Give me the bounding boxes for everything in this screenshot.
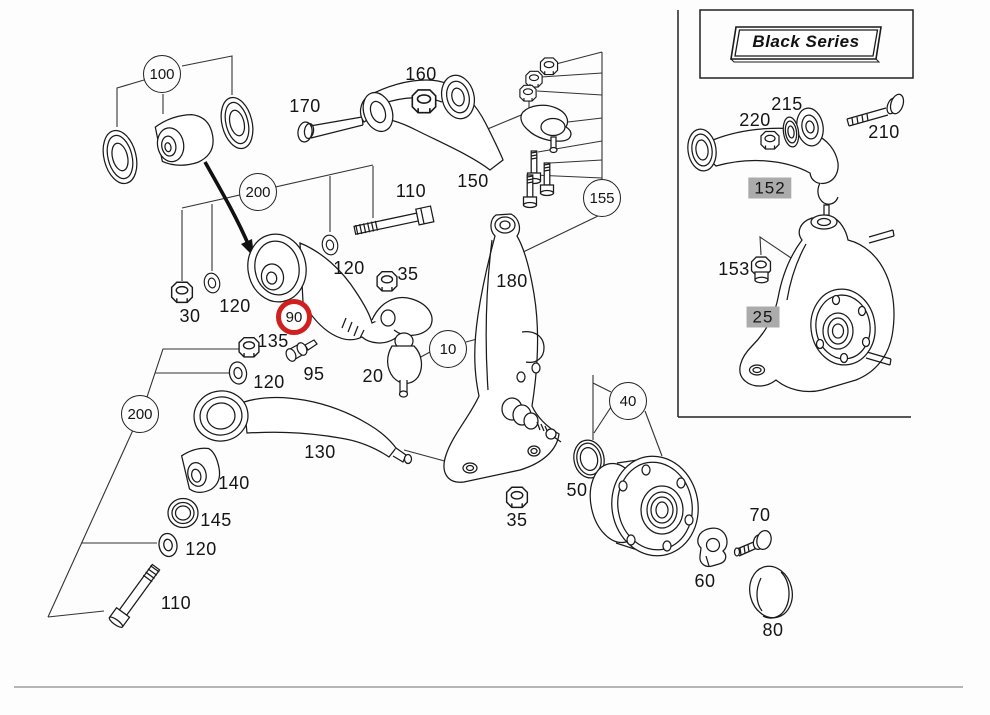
bolt-110-upper (353, 205, 435, 235)
nut-160 (411, 89, 437, 114)
part-label-200-top: 200 (239, 173, 277, 211)
ring-145 (167, 497, 199, 529)
mount-hardware-155 (519, 57, 572, 209)
part-label-155: 155 (583, 179, 621, 217)
part-label-130: 130 (304, 442, 336, 462)
wheel-hub-40 (589, 455, 699, 557)
part-label-180: 180 (496, 271, 528, 291)
main-parts (102, 57, 793, 628)
part-label-90-highlighted: 90 (276, 299, 312, 335)
lower-control-arm-90 (247, 233, 433, 344)
washer-120a (319, 233, 341, 257)
bushing-left (102, 129, 138, 185)
part-label-170: 170 (289, 96, 321, 116)
washer-120b (201, 271, 223, 295)
panel-borders (677, 9, 914, 418)
part-label-150: 150 (457, 171, 489, 191)
part-label-120-d: 120 (185, 539, 217, 559)
part-label-10: 10 (429, 330, 467, 368)
nut-35a (376, 270, 398, 292)
upper-control-arm-152 (687, 107, 839, 222)
part-label-25-highlighted: 25 (746, 306, 780, 328)
part-label-200-left: 200 (121, 395, 159, 433)
part-label-135: 135 (257, 331, 289, 351)
bushing-center (154, 114, 214, 166)
lower-control-arm-130 (193, 390, 413, 465)
part-label-110-upper: 110 (395, 181, 427, 201)
part-label-140: 140 (218, 473, 250, 493)
upper-control-arm-150 (359, 74, 504, 171)
part-label-35-a: 35 (397, 264, 419, 284)
part-label-153: 153 (718, 259, 750, 279)
panel-knuckle-25 (739, 214, 895, 393)
part-label-110-lower: 110 (160, 593, 192, 613)
part-label-40: 40 (609, 382, 647, 420)
part-label-160: 160 (405, 64, 437, 84)
bolt-170 (297, 116, 364, 143)
part-label-20: 20 (362, 366, 384, 386)
nut-153 (750, 256, 772, 284)
pin-95 (285, 339, 318, 362)
steering-knuckle (443, 213, 562, 483)
washer-120d (156, 531, 180, 559)
seal-ring-50 (573, 439, 605, 479)
bushing-140 (180, 447, 221, 494)
leader-lines (47, 51, 798, 618)
sensor-clip-60 (697, 527, 728, 568)
part-label-95: 95 (303, 364, 325, 384)
part-label-220: 220 (739, 110, 771, 130)
black-series-title: Black Series (752, 32, 860, 51)
part-label-145: 145 (200, 510, 232, 530)
panel-parts (687, 93, 905, 393)
part-label-120-a: 120 (333, 258, 365, 278)
nut-35b (505, 486, 529, 509)
part-label-35-b: 35 (506, 510, 528, 530)
bolt-210 (846, 93, 905, 127)
nut-30 (170, 281, 194, 304)
part-label-120-b: 120 (219, 296, 251, 316)
part-label-215: 215 (771, 94, 803, 114)
bushing-right (220, 96, 254, 150)
nut-135 (238, 336, 260, 358)
part-label-120-c: 120 (253, 372, 285, 392)
part-label-50: 50 (566, 480, 588, 500)
part-label-30: 30 (179, 306, 201, 326)
dust-cap-80 (749, 565, 793, 619)
part-label-210: 210 (868, 122, 900, 142)
part-label-70: 70 (749, 505, 771, 525)
part-label-60: 60 (694, 571, 716, 591)
black-series-sign (730, 26, 882, 63)
part-label-100: 100 (143, 55, 181, 93)
part-label-152-highlighted: 152 (748, 177, 792, 199)
bolt-70 (733, 530, 772, 557)
part-label-80: 80 (762, 620, 784, 640)
ball-joint-20 (387, 332, 423, 398)
bolt-110-lower (108, 563, 161, 628)
washer-120c (227, 360, 249, 386)
